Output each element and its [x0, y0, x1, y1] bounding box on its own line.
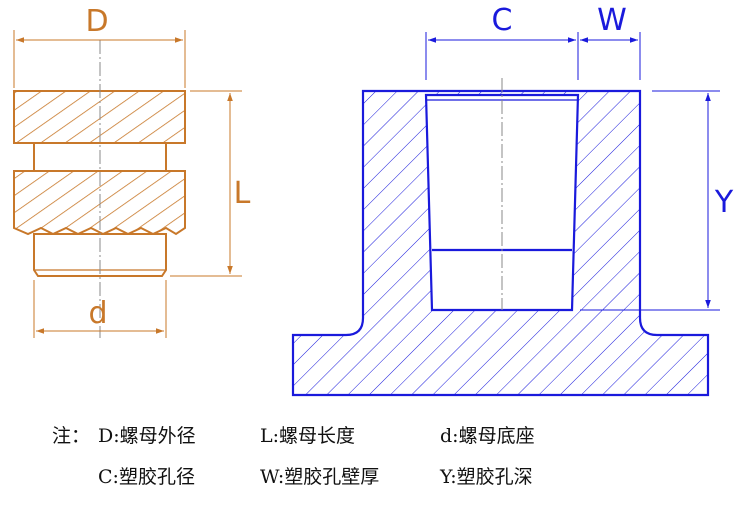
dim-d-label: d [88, 296, 107, 331]
legend-d: d:螺母底座 [440, 425, 535, 447]
dim-C: C [425, 3, 579, 80]
dim-L: L [170, 90, 251, 277]
insert-nut: D L d [13, 4, 251, 338]
dim-Y: Y [580, 90, 734, 311]
dim-C-label: C [492, 3, 513, 38]
legend-D: D:螺母外径 [98, 425, 196, 447]
legend-Y: Y:塑胶孔深 [440, 466, 533, 488]
dim-W: W [580, 3, 641, 80]
legend-prefix: 注： [52, 425, 91, 447]
dim-D-label: D [85, 4, 108, 39]
legend-W: W:塑胶孔壁厚 [260, 466, 380, 488]
legend-L: L:螺母长度 [260, 425, 356, 447]
plastic-boss: C W Y [291, 3, 734, 397]
dim-Y-label: Y [714, 185, 734, 220]
legend-C: C:塑胶孔径 [98, 466, 195, 488]
dim-D: D [13, 4, 186, 88]
dim-W-label: W [597, 3, 627, 38]
hole-cavity [424, 93, 580, 312]
dim-d: d [33, 280, 167, 338]
dim-L-label: L [234, 176, 251, 211]
